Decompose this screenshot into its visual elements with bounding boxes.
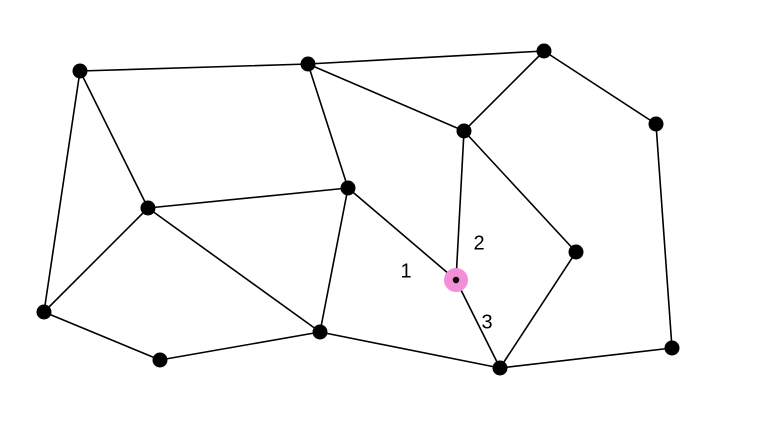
node-n4[interactable] bbox=[648, 116, 664, 132]
node-n5[interactable] bbox=[140, 200, 156, 216]
edge-n11-n12 bbox=[499, 251, 577, 369]
edge-n9-n11 bbox=[319, 331, 501, 369]
edge-n6-n8 bbox=[43, 311, 161, 361]
edge-n2-n7 bbox=[307, 63, 349, 189]
edge-label-1: 1 bbox=[400, 260, 411, 282]
node-n9[interactable] bbox=[312, 324, 328, 340]
edge-n3-n4 bbox=[543, 50, 657, 125]
node-n2[interactable] bbox=[300, 56, 316, 72]
node-n11[interactable] bbox=[492, 360, 508, 376]
edge-n7-n9 bbox=[319, 187, 349, 333]
edge-labels-layer: 1 2 3 bbox=[400, 232, 492, 333]
node-n7[interactable] bbox=[340, 180, 356, 196]
edge-n10-n12 bbox=[463, 130, 577, 253]
edge-n2-n3 bbox=[307, 50, 545, 65]
edge-n8-n9 bbox=[159, 331, 321, 361]
node-n10[interactable] bbox=[456, 123, 472, 139]
edge-n5-n9 bbox=[147, 207, 321, 333]
edge-n1-n5 bbox=[79, 70, 149, 209]
edge-label-2: 2 bbox=[473, 232, 484, 254]
edge-n11-n16 bbox=[455, 279, 501, 369]
edges-layer bbox=[43, 50, 673, 369]
edge-n2-n10 bbox=[307, 63, 465, 132]
edge-n1-n6 bbox=[43, 70, 81, 313]
nodes-layer bbox=[36, 43, 680, 376]
edge-n10-n16 bbox=[455, 130, 465, 281]
edge-n1-n2 bbox=[79, 63, 309, 72]
node-n16-selected[interactable] bbox=[452, 276, 460, 284]
edge-n11-n13 bbox=[499, 347, 673, 369]
node-n1[interactable] bbox=[72, 63, 88, 79]
edge-n5-n7 bbox=[147, 187, 349, 209]
node-n13[interactable] bbox=[664, 340, 680, 356]
node-n3[interactable] bbox=[536, 43, 552, 59]
node-n12[interactable] bbox=[568, 244, 584, 260]
edge-n4-n13 bbox=[655, 123, 673, 349]
edge-label-3: 3 bbox=[481, 311, 492, 333]
node-n6[interactable] bbox=[36, 304, 52, 320]
edge-n3-n10 bbox=[463, 50, 545, 132]
edge-n7-n16 bbox=[347, 187, 457, 281]
node-n8[interactable] bbox=[152, 352, 168, 368]
edge-n5-n6 bbox=[43, 207, 149, 313]
